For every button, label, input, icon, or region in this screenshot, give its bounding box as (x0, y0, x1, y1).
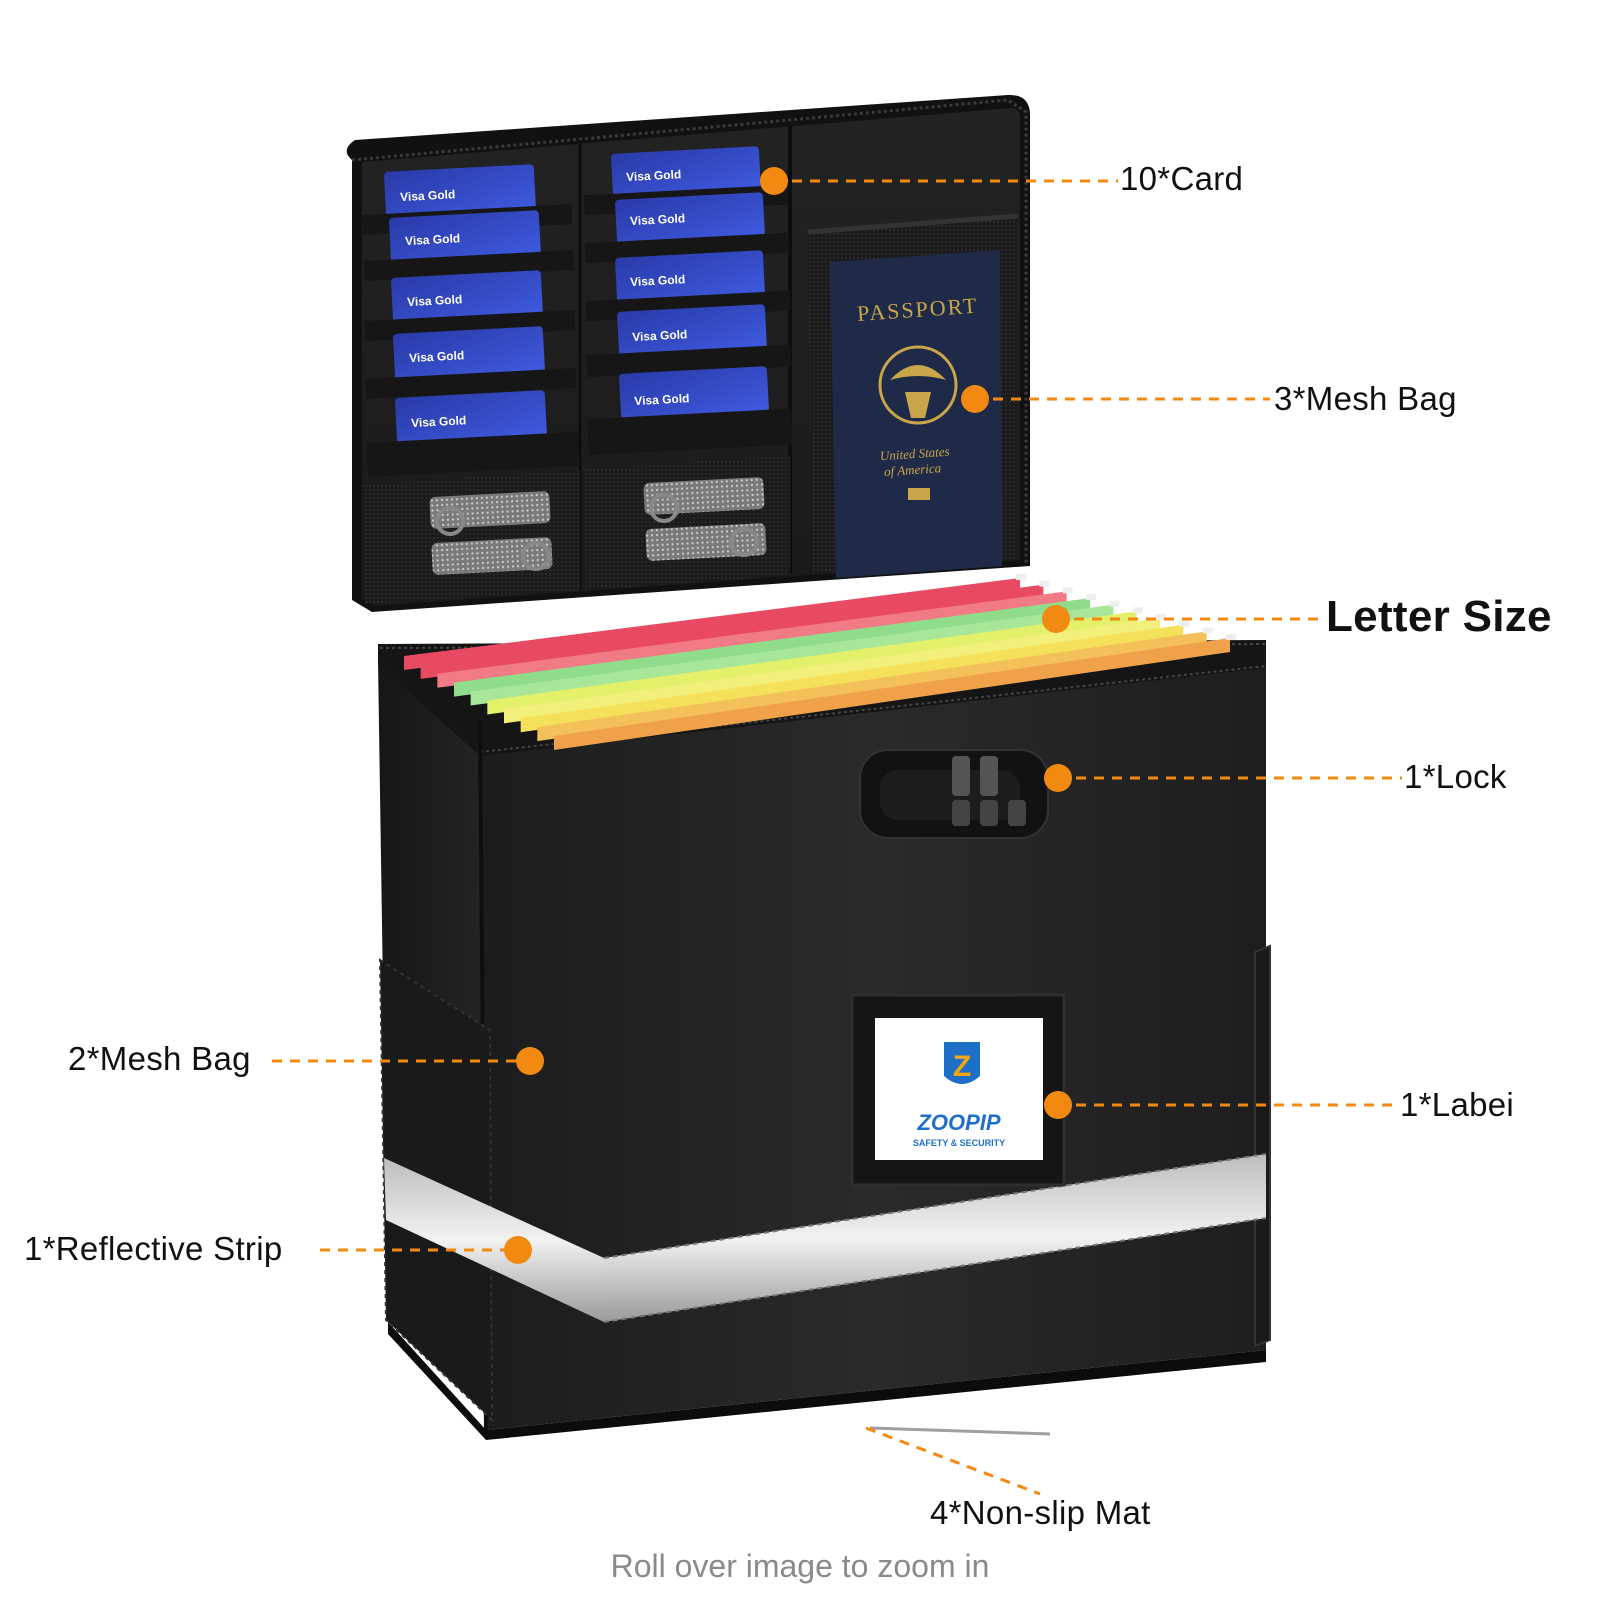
zoom-hint: Roll over image to zoom in (610, 1548, 990, 1584)
reflective-strip (384, 1153, 1267, 1323)
card-label: Visa Gold (411, 413, 467, 430)
folder-hook (1202, 627, 1213, 634)
folder (537, 631, 1207, 742)
eagle-seal-icon (878, 345, 958, 425)
card-slot: Visa Gold (584, 192, 790, 264)
card-label: Visa Gold (400, 187, 456, 204)
card-label: Visa Gold (634, 391, 690, 408)
folder-hook (1016, 574, 1026, 580)
folder (504, 618, 1160, 724)
callout-dot-card[interactable] (760, 167, 788, 195)
callout-lines (272, 167, 1402, 1496)
passport-pocket: PASSPORT United States of America (807, 213, 1019, 578)
callout-label-reflective-strip: 1*Reflective Strip (24, 1230, 283, 1267)
card-slot: Visa Gold (364, 270, 576, 341)
shield-letter: Z (953, 1050, 971, 1083)
callout-dot-lock[interactable] (1044, 764, 1072, 792)
callout-label-non-slip-mat: 4*Non-slip Mat (930, 1494, 1151, 1531)
box-body (378, 640, 1267, 1440)
folder (437, 591, 1067, 688)
folder (520, 624, 1184, 733)
key-pockets (362, 455, 790, 604)
card-slot: Visa Gold (366, 390, 580, 477)
folder (404, 578, 1020, 670)
folder (554, 638, 1230, 750)
callout-label-label: 1*Labei (1400, 1086, 1515, 1123)
callout-dot-reflective-strip[interactable] (504, 1236, 532, 1264)
passport-subtitle-2: of America (884, 460, 943, 479)
folder (470, 604, 1114, 706)
brand-name: ZOOPIP (916, 1110, 1000, 1135)
passport: PASSPORT United States of America (830, 250, 1002, 578)
card-label: Visa Gold (409, 348, 465, 365)
card-label: Visa Gold (407, 292, 463, 309)
card-slot: Visa Gold (365, 326, 577, 399)
card-label: Visa Gold (630, 272, 686, 289)
callout-line-non-slip-mat (865, 1426, 1041, 1496)
card-slot: Visa Gold (587, 366, 793, 456)
folder-hook (1109, 600, 1120, 607)
callout-dot-mesh-bag-lid[interactable] (961, 385, 989, 413)
callout-dot-label[interactable] (1044, 1091, 1072, 1119)
folder-hook (1156, 614, 1166, 620)
folder-hook (1132, 607, 1143, 614)
card-slot: Visa Gold (363, 210, 575, 282)
hanging-folders (404, 574, 1236, 750)
folder-hook (1062, 587, 1073, 594)
folder (487, 611, 1137, 715)
usb-key (429, 491, 553, 575)
folder (420, 584, 1044, 679)
folder-hook (1179, 620, 1190, 627)
card-pockets: Visa Gold Visa Gold Visa Gold Visa Gold … (361, 146, 793, 477)
id-label-holder: Z ZOOPIP SAFETY & SECURITY (850, 993, 1066, 1187)
callout-label-mesh-bag-side: 2*Mesh Bag (68, 1040, 251, 1077)
callout-dot-mesh-bag-side[interactable] (516, 1047, 544, 1075)
usb-key (643, 477, 767, 561)
callout-label-lock: 1*Lock (1404, 758, 1507, 795)
passport-subtitle-1: United States (879, 444, 950, 464)
combination-lock[interactable] (859, 749, 1049, 839)
brand-tagline: SAFETY & SECURITY (913, 1138, 1005, 1148)
card-label: Visa Gold (632, 327, 688, 344)
card-label: Visa Gold (626, 167, 682, 184)
shield-logo-icon: Z (944, 1042, 980, 1084)
folder-hook (1086, 594, 1096, 600)
callout-label-card: 10*Card (1120, 160, 1244, 197)
card-label: Visa Gold (405, 231, 461, 248)
callout-dot-letter-size[interactable] (1042, 605, 1070, 633)
folder (454, 598, 1090, 697)
folder-hook (1039, 580, 1050, 587)
callout-label-letter-size: Letter Size (1326, 592, 1552, 641)
card-label: Visa Gold (630, 211, 686, 228)
folder-hook (1226, 634, 1236, 640)
chip-icon (908, 488, 930, 500)
callout-label-mesh-bag-lid: 3*Mesh Bag (1274, 380, 1457, 417)
